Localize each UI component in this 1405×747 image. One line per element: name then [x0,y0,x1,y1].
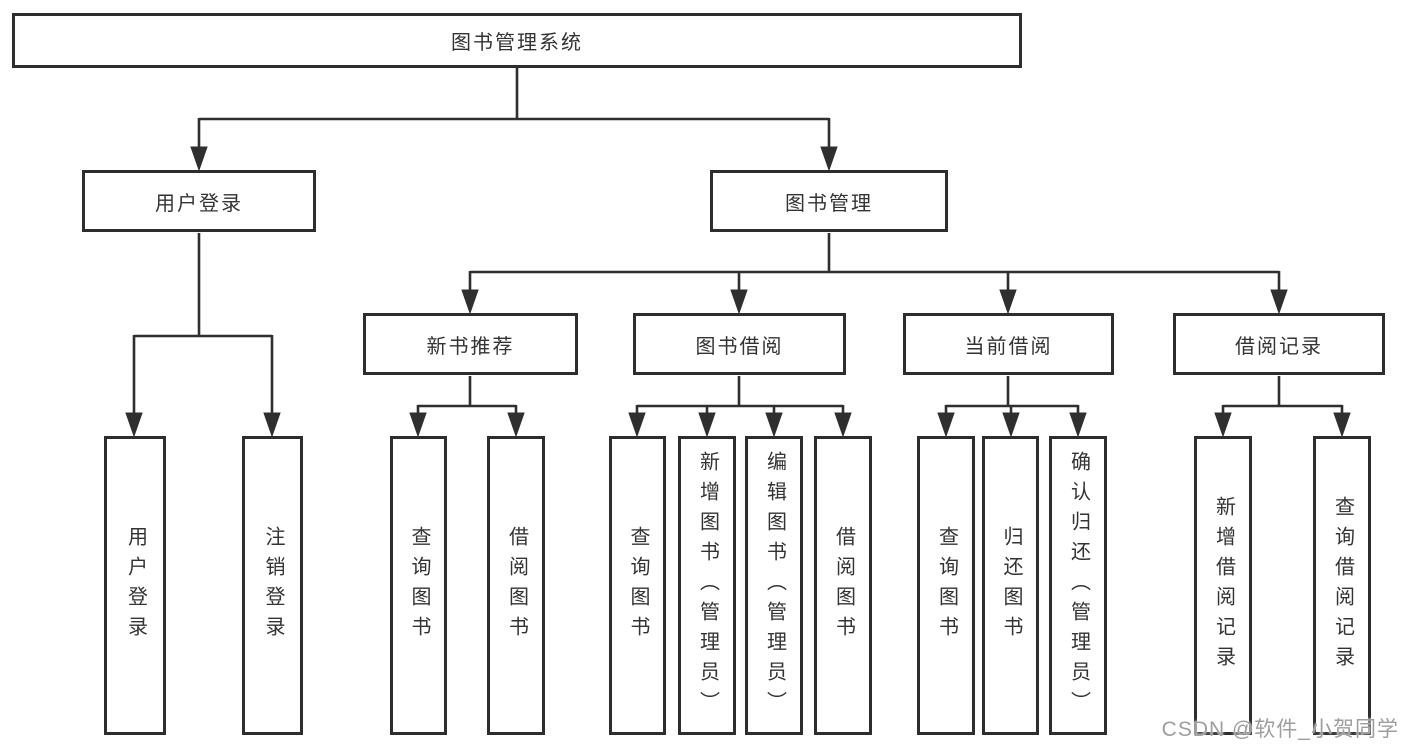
node-current-borrow: 当前借阅 [903,313,1114,375]
leaf-confirm-return-admin: 确认归还（管理员） [1049,436,1107,735]
node-library-management-system: 图书管理系统 [12,13,1022,68]
csdn-watermark: CSDN @软件_小贺同学 [1161,718,1399,741]
leaf-return-books: 归还图书 [982,436,1039,735]
node-user-login: 用户登录 [82,170,316,232]
node-label: 确认归还（管理员） [1067,450,1090,721]
node-label: 图书管理系统 [451,32,583,54]
connector-root-to-level2 [190,68,838,172]
node-label: 借阅图书 [505,525,528,646]
node-label: 图书借阅 [695,335,784,358]
node-label: 查询图书 [935,525,958,646]
node-label: 图书管理 [785,192,873,215]
node-label: 当前借阅 [964,335,1053,358]
node-book-management: 图书管理 [710,170,948,232]
leaf-borrow-books: 借阅图书 [814,436,872,735]
connector-new-books-children [409,376,525,438]
node-label: 用户登录 [155,192,243,215]
connector-current-children [937,376,1087,438]
leaf-logout: 注销登录 [242,436,303,735]
leaf-borrow-books-newbooks: 借阅图书 [487,436,545,735]
node-label: 注销登录 [262,525,284,646]
leaf-query-borrow-record: 查询借阅记录 [1313,436,1371,735]
node-borrow-records: 借阅记录 [1173,313,1385,375]
leaf-query-books-borrow: 查询图书 [609,436,666,735]
connector-records-children [1214,376,1351,438]
node-label: 编辑图书（管理员） [763,450,786,721]
node-label: 新增借阅记录 [1212,495,1235,676]
connector-user-login-children [125,233,281,438]
node-label: 查询图书 [408,525,430,646]
leaf-edit-books-admin: 编辑图书（管理员） [745,436,803,735]
node-new-book-recommend: 新书推荐 [363,313,578,375]
leaf-add-books-admin: 新增图书（管理员） [678,436,736,735]
node-label: 查询借阅记录 [1331,495,1354,676]
connector-book-management-children [461,233,1288,315]
leaf-query-books-current: 查询图书 [917,436,975,735]
node-label: 借阅记录 [1235,335,1323,358]
node-label: 查询图书 [627,525,649,646]
node-book-borrow: 图书借阅 [633,313,846,375]
node-label: 借阅图书 [832,525,855,646]
leaf-add-borrow-record: 新增借阅记录 [1194,436,1252,735]
node-label: 新书推荐 [426,335,515,358]
leaf-user-login: 用户登录 [104,436,166,735]
node-label: 用户登录 [124,525,147,646]
node-label: 新增图书（管理员） [696,450,719,721]
node-label: 归还图书 [1000,525,1022,646]
leaf-query-books-newbooks: 查询图书 [390,436,447,735]
connector-borrow-children [628,376,852,438]
